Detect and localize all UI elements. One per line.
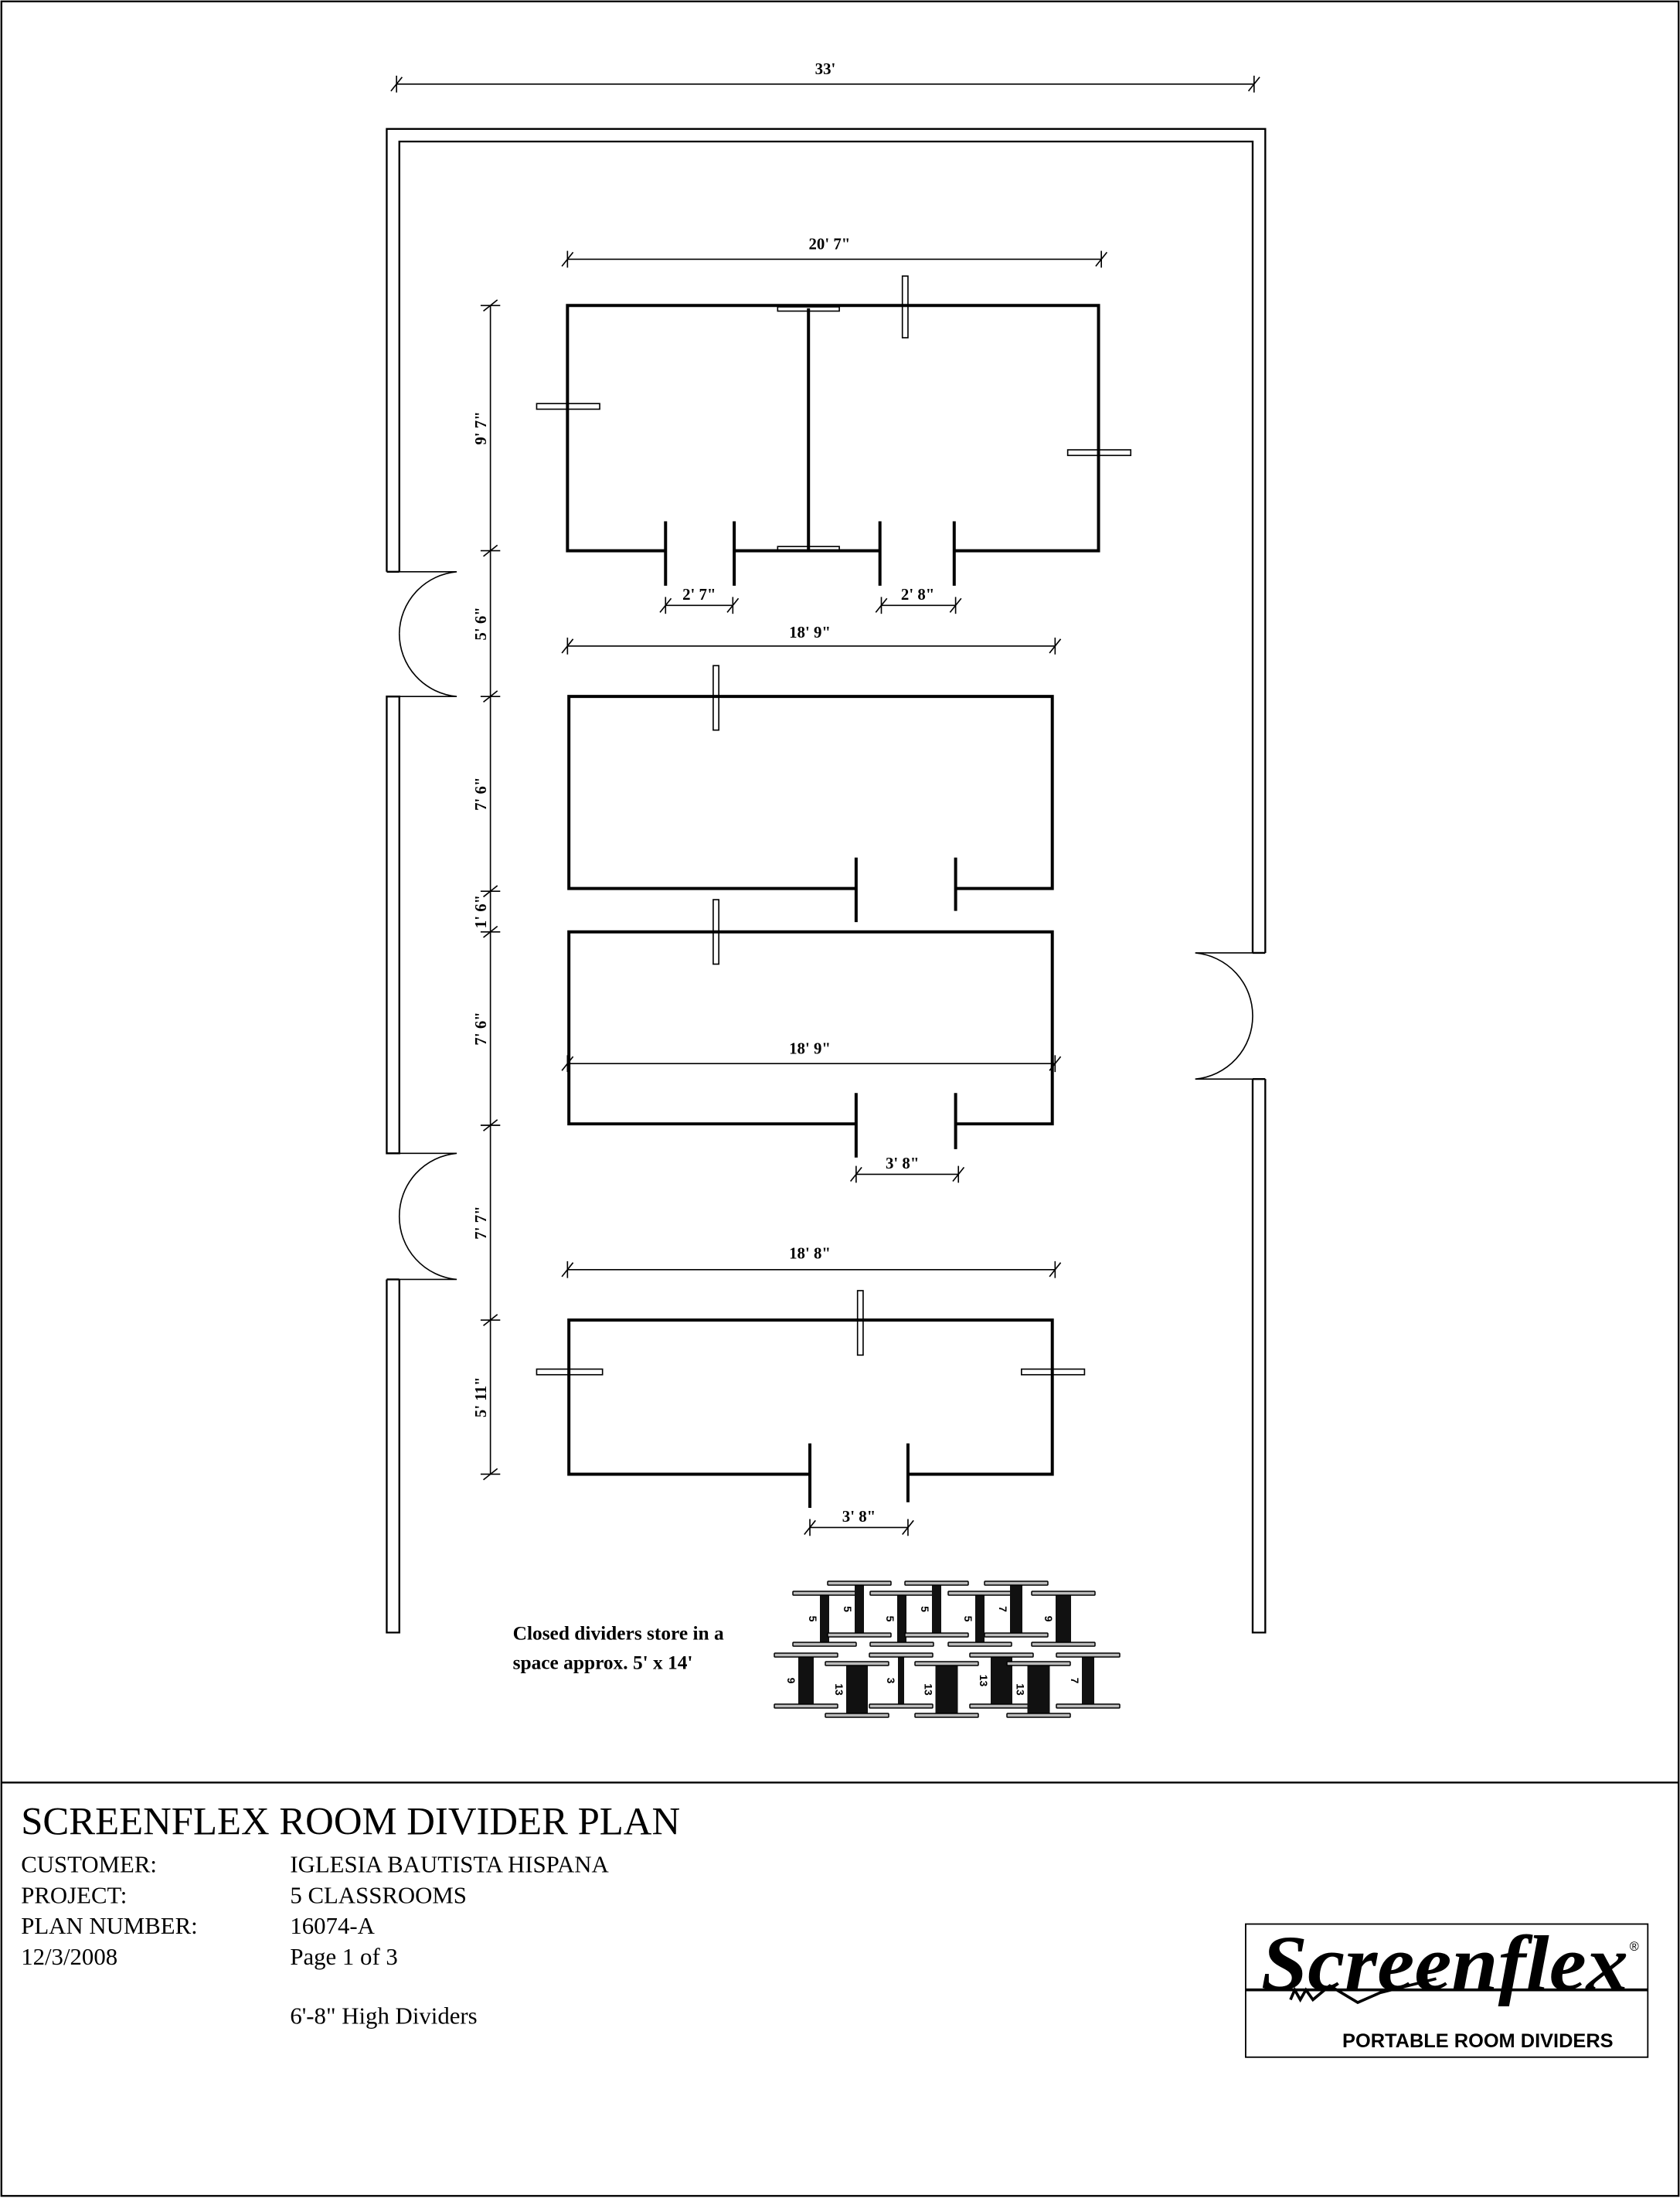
divider-size-label: 7	[1069, 1678, 1081, 1684]
dimension-label: 3' 8"	[842, 1507, 876, 1526]
dimension-room4_width: 18' 8"	[561, 1244, 1062, 1278]
divider-size-label: 7	[997, 1606, 1009, 1612]
vertical-dimensions: 9' 7" 5' 6" 7' 6" 1' 6" 7' 6" 7' 7" 5' 11"	[471, 299, 501, 1481]
page-indicator: Page 1 of 3	[290, 1944, 397, 1970]
svg-text:®: ®	[1630, 1940, 1639, 1954]
stored-divider: 13	[1006, 1661, 1071, 1718]
stored-divider: 5	[827, 1580, 892, 1638]
room-walls	[386, 128, 1267, 1634]
divider-size-label: 9	[1042, 1616, 1055, 1622]
divider-size-label: 5	[807, 1616, 819, 1622]
door-right	[1195, 952, 1253, 1080]
stored-divider: 5	[947, 1591, 1012, 1647]
dimension-room4_door: 3' 8"	[804, 1507, 914, 1536]
dimension-label: 1' 6"	[471, 895, 490, 928]
dimension-room2_width: 18' 9"	[561, 623, 1062, 655]
customer-label: CUSTOMER:	[21, 1851, 157, 1877]
dimension-lines: 33' 20' 7" 2' 7" 2' 8" 18' 9" 18' 9" 3' 8" 18' …	[390, 60, 1260, 1536]
classroom-1	[536, 275, 1132, 586]
dimension-overall: 33'	[390, 60, 1260, 93]
dimension-room3_door: 3' 8"	[849, 1154, 965, 1183]
divider-size-label: 5	[962, 1616, 974, 1622]
stored-divider: 5	[792, 1591, 857, 1647]
dimension-label: 18' 9"	[789, 1039, 831, 1058]
customer-value: IGLESIA BAUTISTA HISPANA	[290, 1851, 609, 1877]
door-left-upper	[398, 570, 457, 697]
divider-size-label: 13	[1015, 1683, 1027, 1696]
divider-size-label: 9	[785, 1678, 797, 1684]
dimension-label: 5' 11"	[471, 1376, 490, 1417]
plan-date: 12/3/2008	[21, 1944, 117, 1970]
dimension-room1_door_right: 2' 8"	[875, 585, 962, 614]
dimension-room1_width: 20' 7"	[561, 235, 1108, 268]
svg-text:Screenflex: Screenflex	[1261, 1921, 1628, 2007]
dimension-label: 18' 8"	[789, 1244, 831, 1262]
divider-size-label: 5	[884, 1616, 896, 1622]
dimension-label: 18' 9"	[789, 623, 831, 641]
storage-note-line1: Closed dividers store in a	[513, 1622, 724, 1644]
dimension-label: 7' 6"	[471, 777, 490, 810]
stored-divider: 5	[869, 1591, 934, 1647]
divider-height-note: 6'-8" High Dividers	[290, 2002, 477, 2029]
screenflex-logo: Screenflex ® PORTABLE ROOM DIVIDERS	[1245, 1921, 1649, 2058]
dimension-label: 9' 7"	[471, 411, 490, 444]
storage-note-line2: space approx. 5' x 14'	[513, 1652, 693, 1674]
stored-divider: 7	[984, 1580, 1049, 1638]
dimension-label: 5' 6"	[471, 607, 490, 640]
stored-divider: 3	[869, 1652, 934, 1709]
classroom-2	[567, 665, 1054, 923]
divider-size-label: 5	[842, 1606, 854, 1612]
plan-number-label: PLAN NUMBER:	[21, 1913, 198, 1939]
dimension-room3_width: 18' 9"	[561, 1039, 1062, 1073]
dimension-label: 2' 7"	[682, 585, 716, 604]
stored-divider: 9	[774, 1652, 838, 1709]
divider-size-label: 13	[833, 1683, 845, 1696]
dimension-label: 7' 6"	[471, 1012, 490, 1045]
divider-size-label: 5	[919, 1606, 931, 1612]
stored-divider: 9	[1031, 1591, 1096, 1647]
dimension-label: 33'	[815, 60, 836, 78]
stored-dividers: 5 5 5 5 5 7 9 9 13 3 13 13 13 7	[774, 1580, 1121, 1718]
plan-number-value: 16074-A	[290, 1913, 375, 1939]
project-label: PROJECT:	[21, 1882, 127, 1908]
classroom-4	[536, 1290, 1086, 1509]
svg-text:PORTABLE ROOM DIVIDERS: PORTABLE ROOM DIVIDERS	[1342, 2030, 1614, 2052]
classroom-3	[567, 899, 1054, 1158]
dimension-room1_door_left: 2' 7"	[659, 585, 740, 614]
project-value: 5 CLASSROOMS	[290, 1882, 467, 1908]
dimension-label: 7' 7"	[471, 1206, 490, 1239]
dimension-label: 3' 8"	[886, 1154, 919, 1172]
dimension-label: 2' 8"	[901, 585, 934, 604]
plan-title: SCREENFLEX ROOM DIVIDER PLAN	[21, 1799, 680, 1842]
stored-divider: 13	[825, 1661, 889, 1718]
stored-divider: 13	[914, 1661, 979, 1718]
dimension-label: 20' 7"	[808, 235, 850, 253]
door-left-lower	[398, 1152, 457, 1281]
stored-divider: 5	[904, 1580, 969, 1638]
divider-size-label: 13	[978, 1675, 990, 1687]
divider-size-label: 3	[885, 1678, 897, 1684]
stored-divider: 7	[1056, 1652, 1121, 1709]
divider-size-label: 13	[923, 1683, 935, 1696]
